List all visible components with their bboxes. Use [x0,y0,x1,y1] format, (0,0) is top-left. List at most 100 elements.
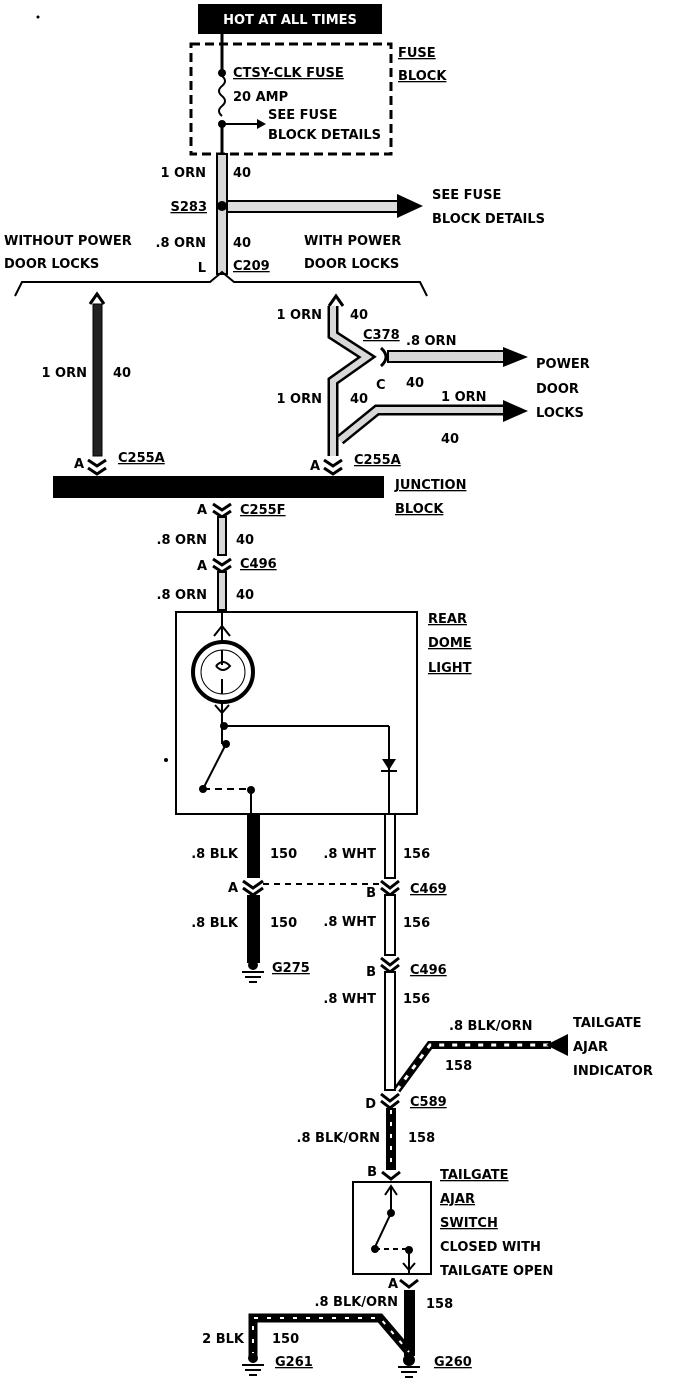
pdl-wire-circuit: 40 [406,376,424,391]
fuse-see-details-1: SEE FUSE [268,108,337,123]
branch-wire-size: 1 ORN [441,390,487,405]
fuse-block: CTSY-CLK FUSE 20 AMP SEE FUSE BLOCK DETA… [189,34,447,164]
fuse-block-title-1: FUSE [398,46,436,61]
g261-id: G261 [275,1355,313,1370]
blk-wire1-circuit: 150 [270,847,297,862]
c469-pin-a: A [228,881,238,896]
wht-wire3-size: .8 WHT [323,992,376,1007]
diode-icon [382,759,396,770]
bottom-ground-wires [242,1290,420,1378]
splice-dot-icon [217,201,227,211]
fuse-block-title-2: BLOCK [398,69,447,84]
without-power-line1: WITHOUT POWER [4,234,132,249]
c209-pin: L [198,261,206,276]
arrow-right-icon [257,119,266,129]
blk-orn-switch-wire [380,1092,400,1170]
g275-id: G275 [272,961,310,976]
pdl-label-2: DOOR [536,382,579,397]
blk-wire1-size: .8 BLK [191,847,239,862]
blk-wire2-circuit: 150 [270,916,297,931]
c589-wire-size: .8 BLK/ORN [297,1131,380,1146]
left-wire-circuit: 40 [113,366,131,381]
dome-label-2: DOME [428,636,472,651]
left-branch-wire [87,291,107,476]
fuse-rating: 20 AMP [233,90,288,105]
c589-id: C589 [410,1095,447,1110]
right-branch-wires [323,293,528,476]
wht-wire2-circuit: 156 [403,916,430,931]
c496-id-b: C496 [410,963,447,978]
indicator-wire-circuit: 158 [445,1059,472,1074]
right-pin: A [310,459,320,474]
left-connector: C255A [118,451,165,466]
bottom-blk-size: 2 BLK [202,1332,245,1347]
wire-below2-circuit: 40 [236,588,254,603]
fuse-symbol-icon [218,75,226,117]
switch-label-2: AJAR [440,1192,475,1207]
junction-label-1: JUNCTION [394,478,466,493]
indicator-wire-size: .8 BLK/ORN [449,1019,532,1034]
ground-icon [242,971,264,983]
c378-id: C378 [363,328,400,343]
left-pin: A [74,457,84,472]
c255f-pin: A [197,503,207,518]
wht-wire1-size: .8 WHT [323,847,376,862]
pdl-label-1: POWER [536,357,590,372]
dome-label-1: REAR [428,612,467,627]
switch-label-1: TAILGATE [440,1168,509,1183]
arrow-right-icon [397,194,423,218]
wire-8orn-size: .8 ORN [156,236,206,251]
switch-label-5: TAILGATE OPEN [440,1264,553,1279]
switch-label-3: SWITCH [440,1216,498,1231]
without-power-line2: DOOR LOCKS [4,257,99,272]
wht-wire2-size: .8 WHT [323,915,376,930]
branch-wire-circuit: 40 [441,432,459,447]
arrow-left-icon [546,1034,568,1056]
option-brace [14,270,428,297]
with-power-line1: WITH POWER [304,234,401,249]
wire-1orn-size: 1 ORN [160,166,206,181]
right-lower-wire-size: 1 ORN [276,392,322,407]
g260-id: G260 [434,1355,472,1370]
pdl-label-3: LOCKS [536,406,584,421]
right-lower-wire-circuit: 40 [350,392,368,407]
hot-label: HOT AT ALL TIMES [223,13,357,28]
wht-wire3-circuit: 156 [403,992,430,1007]
c378-connector-icon [379,346,388,368]
tailgate-ajar-switch [352,1170,432,1289]
main-feed-wire [216,153,423,275]
junction-label-2: BLOCK [395,502,444,517]
indicator-label-2: AJAR [573,1040,608,1055]
c496-pin-b: B [366,965,376,980]
right-top-wire-circuit: 40 [350,308,368,323]
junction-block-bar [53,476,384,498]
switch-pin-b: B [367,1165,377,1180]
pdl-wire-size: .8 ORN [406,334,456,349]
left-wire-size: 1 ORN [41,366,87,381]
ground-icon [242,1364,264,1376]
wire-8orn-circuit: 40 [233,236,251,251]
c469-id: C469 [410,882,447,897]
switch-label-4: CLOSED WITH [440,1240,541,1255]
blk-wire2-size: .8 BLK [191,916,239,931]
bottom-blkorn-size: .8 BLK/ORN [315,1295,398,1310]
ground-icon [398,1366,420,1378]
splice-id: S283 [171,200,208,215]
blk-orn-indicator-wire [393,1034,568,1093]
bottom-blk-circuit: 150 [272,1332,299,1347]
arrow-right-icon [503,347,528,367]
switch-pin-a: A [388,1277,398,1292]
below-junction-wire [212,502,232,611]
c469-pin-b: B [366,886,376,901]
wire-1orn-circuit: 40 [233,166,251,181]
blk-150-wire [242,814,383,983]
dome-label-3: LIGHT [428,661,472,676]
c378-pin: C [376,378,386,393]
door-switch-icon [203,743,227,788]
c589-pin: D [365,1097,376,1112]
fuse-name: CTSY-CLK FUSE [233,66,344,81]
rear-dome-light [164,611,418,815]
wire-below1-size: .8 ORN [157,533,207,548]
fuse-see-details-2: BLOCK DETAILS [268,128,381,143]
arrow-right-icon [503,400,528,422]
